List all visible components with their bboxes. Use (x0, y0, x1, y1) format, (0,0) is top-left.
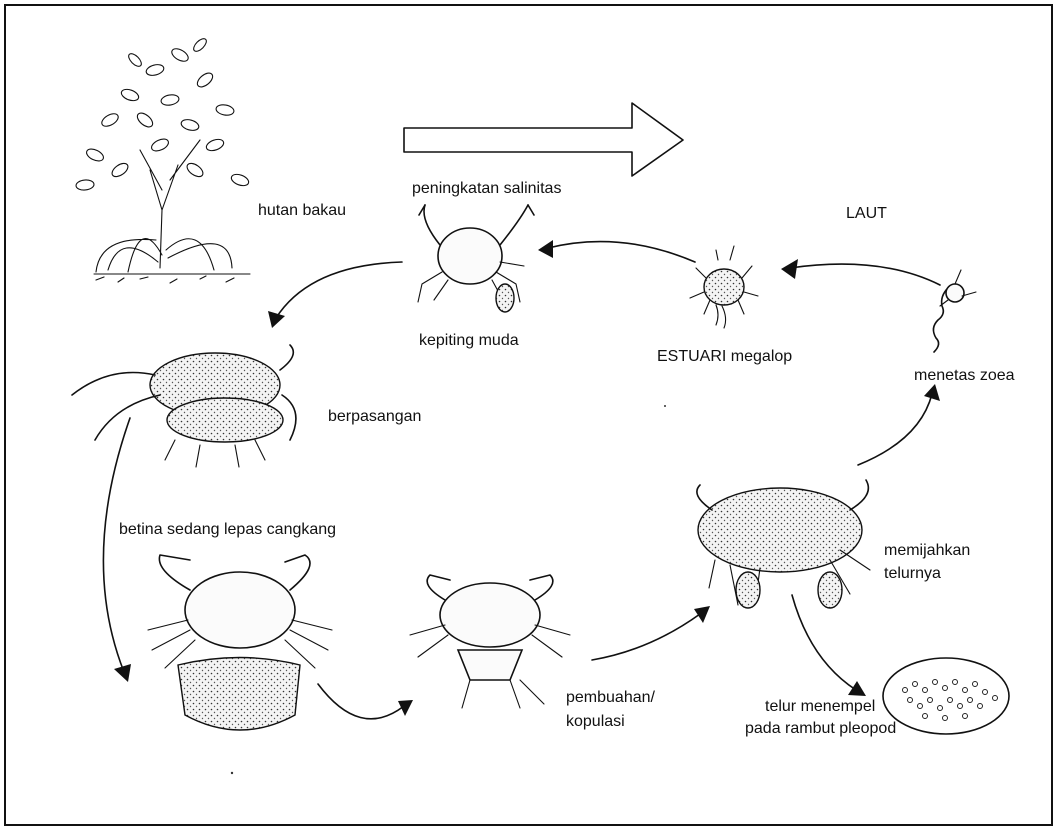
eggs-label-line2: pada rambut pleopod (745, 720, 896, 737)
sea-label: LAUT (846, 205, 887, 222)
salinity-label: peningkatan salinitas (412, 180, 561, 197)
speck (231, 772, 233, 774)
mangrove-label: hutan bakau (258, 202, 346, 219)
spawning-crab-illustration (697, 480, 870, 608)
mating-label: berpasangan (328, 408, 421, 425)
fertilization-label-line2: kopulasi (566, 713, 625, 730)
arrow-zoea-to-megalopa (790, 264, 940, 285)
megalopa-label: ESTUARI megalop (657, 348, 792, 365)
eggs-label-line1: telur menempel (765, 698, 875, 715)
mangrove-tree-illustration (76, 37, 251, 283)
arrow-spawning-to-eggs (792, 595, 856, 690)
fertilization-label-line1: pembuahan/ (566, 689, 656, 706)
salinity-arrow (404, 103, 683, 176)
arrow-young-crab-to-mating (276, 262, 402, 318)
arrow-megalopa-to-young-crab (548, 242, 695, 262)
hatch-zoea-label: menetas zoea (914, 367, 1015, 384)
arrow-molting-to-fertilization (318, 684, 404, 719)
arrow-spawning-to-zoea (858, 394, 932, 465)
molting-female-crab-illustration (148, 555, 332, 730)
egg-mass-illustration (883, 658, 1009, 734)
speck (664, 405, 666, 407)
mating-crabs-illustration (72, 345, 296, 467)
young-crab-illustration (418, 205, 534, 312)
spawning-label-line2: telurnya (884, 565, 941, 582)
molting-female-label: betina sedang lepas cangkang (119, 521, 336, 538)
megalopa-illustration (690, 246, 758, 328)
arrow-fertilization-to-spawning (592, 614, 700, 660)
fertilization-crab-illustration (410, 575, 570, 708)
arrow-mating-to-molting (103, 418, 130, 672)
young-crab-label: kepiting muda (419, 332, 519, 349)
spawning-label-line1: memijahkan (884, 542, 970, 559)
zoea-illustration (933, 270, 976, 352)
